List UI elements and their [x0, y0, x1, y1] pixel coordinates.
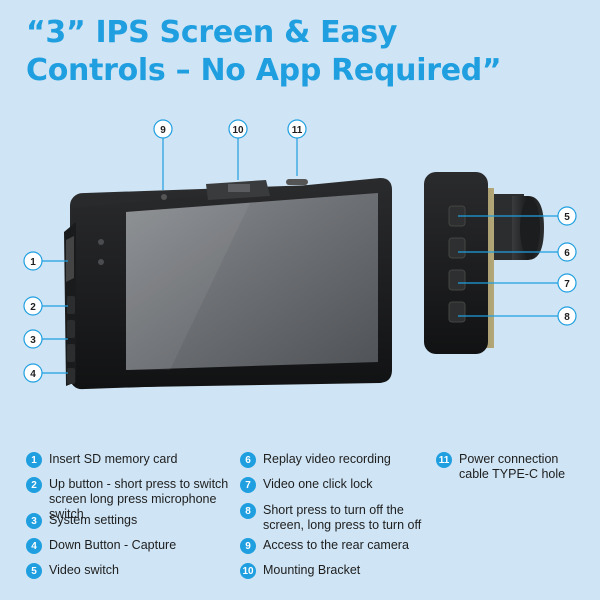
legend-item-1: 1 Insert SD memory card: [26, 452, 226, 468]
svg-text:6: 6: [564, 248, 570, 259]
svg-text:9: 9: [160, 125, 166, 136]
svg-text:2: 2: [30, 302, 36, 313]
legend-number-9: 9: [240, 538, 256, 554]
callout-2: 2: [23, 296, 43, 316]
callout-5: 5: [557, 206, 577, 226]
svg-text:4: 4: [30, 369, 36, 380]
legend-text-10: Mounting Bracket: [263, 563, 361, 577]
legend-text-9: Access to the rear camera: [263, 538, 409, 552]
headline: “3” IPS Screen & Easy Controls – No App …: [26, 14, 502, 90]
legend-text-7: Video one click lock: [263, 477, 373, 491]
svg-text:10: 10: [232, 125, 244, 136]
svg-text:3: 3: [30, 335, 36, 346]
svg-text:7: 7: [564, 279, 570, 290]
legend-text-2: Up button - short press to switch screen…: [49, 477, 229, 521]
legend-number-5: 5: [26, 563, 42, 579]
headline-line-1: “3” IPS Screen & Easy: [26, 15, 398, 50]
legend-number-7: 7: [240, 477, 256, 493]
callout-6: 6: [557, 242, 577, 262]
legend-text-8: Short press to turn off the screen, long…: [263, 503, 422, 532]
svg-text:8: 8: [564, 312, 570, 323]
legend-number-6: 6: [240, 452, 256, 468]
svg-text:1: 1: [30, 257, 36, 268]
legend-item-6: 6 Replay video recording: [240, 452, 430, 468]
legend-number-1: 1: [26, 452, 42, 468]
callout-1: 1: [23, 251, 43, 271]
callout-3: 3: [23, 329, 43, 349]
callout-11: 11: [287, 119, 307, 139]
headline-line-2: Controls – No App Required”: [26, 53, 502, 88]
legend-item-2: 2 Up button - short press to switch scre…: [26, 477, 238, 522]
legend-item-3: 3 System settings: [26, 513, 226, 529]
callout-7: 7: [557, 273, 577, 293]
legend-number-10: 10: [240, 563, 256, 579]
legend-item-5: 5 Video switch: [26, 563, 226, 579]
legend-item-4: 4 Down Button - Capture: [26, 538, 226, 554]
svg-text:11: 11: [292, 125, 303, 136]
legend-text-4: Down Button - Capture: [49, 538, 177, 552]
legend-number-3: 3: [26, 513, 42, 529]
svg-text:5: 5: [564, 212, 570, 223]
legend-text-1: Insert SD memory card: [49, 452, 178, 466]
callout-badges: 9 10 11 1 2 3 4 5: [23, 119, 577, 383]
camera-side-view: [424, 172, 544, 354]
legend-item-7: 7 Video one click lock: [240, 477, 430, 493]
callout-4: 4: [23, 363, 43, 383]
legend-text-6: Replay video recording: [263, 452, 391, 466]
legend-item-8: 8 Short press to turn off the screen, lo…: [240, 503, 435, 533]
callout-8: 8: [557, 306, 577, 326]
callout-lines: [42, 138, 558, 374]
legend-item-11: 11 Power connection cable TYPE-C hole: [436, 452, 586, 482]
legend-item-10: 10 Mounting Bracket: [240, 563, 430, 579]
callout-9: 9: [153, 119, 173, 139]
legend-text-3: System settings: [49, 513, 138, 527]
legend-number-4: 4: [26, 538, 42, 554]
legend-number-11: 11: [436, 452, 452, 468]
legend-text-5: Video switch: [49, 563, 119, 577]
legend-text-11: Power connection cable TYPE-C hole: [459, 452, 566, 481]
callout-10: 10: [228, 119, 248, 139]
legend-number-8: 8: [240, 503, 256, 519]
camera-front-view: [64, 178, 392, 390]
legend-item-9: 9 Access to the rear camera: [240, 538, 430, 554]
legend-number-2: 2: [26, 477, 42, 493]
ips-screen: [126, 193, 378, 370]
